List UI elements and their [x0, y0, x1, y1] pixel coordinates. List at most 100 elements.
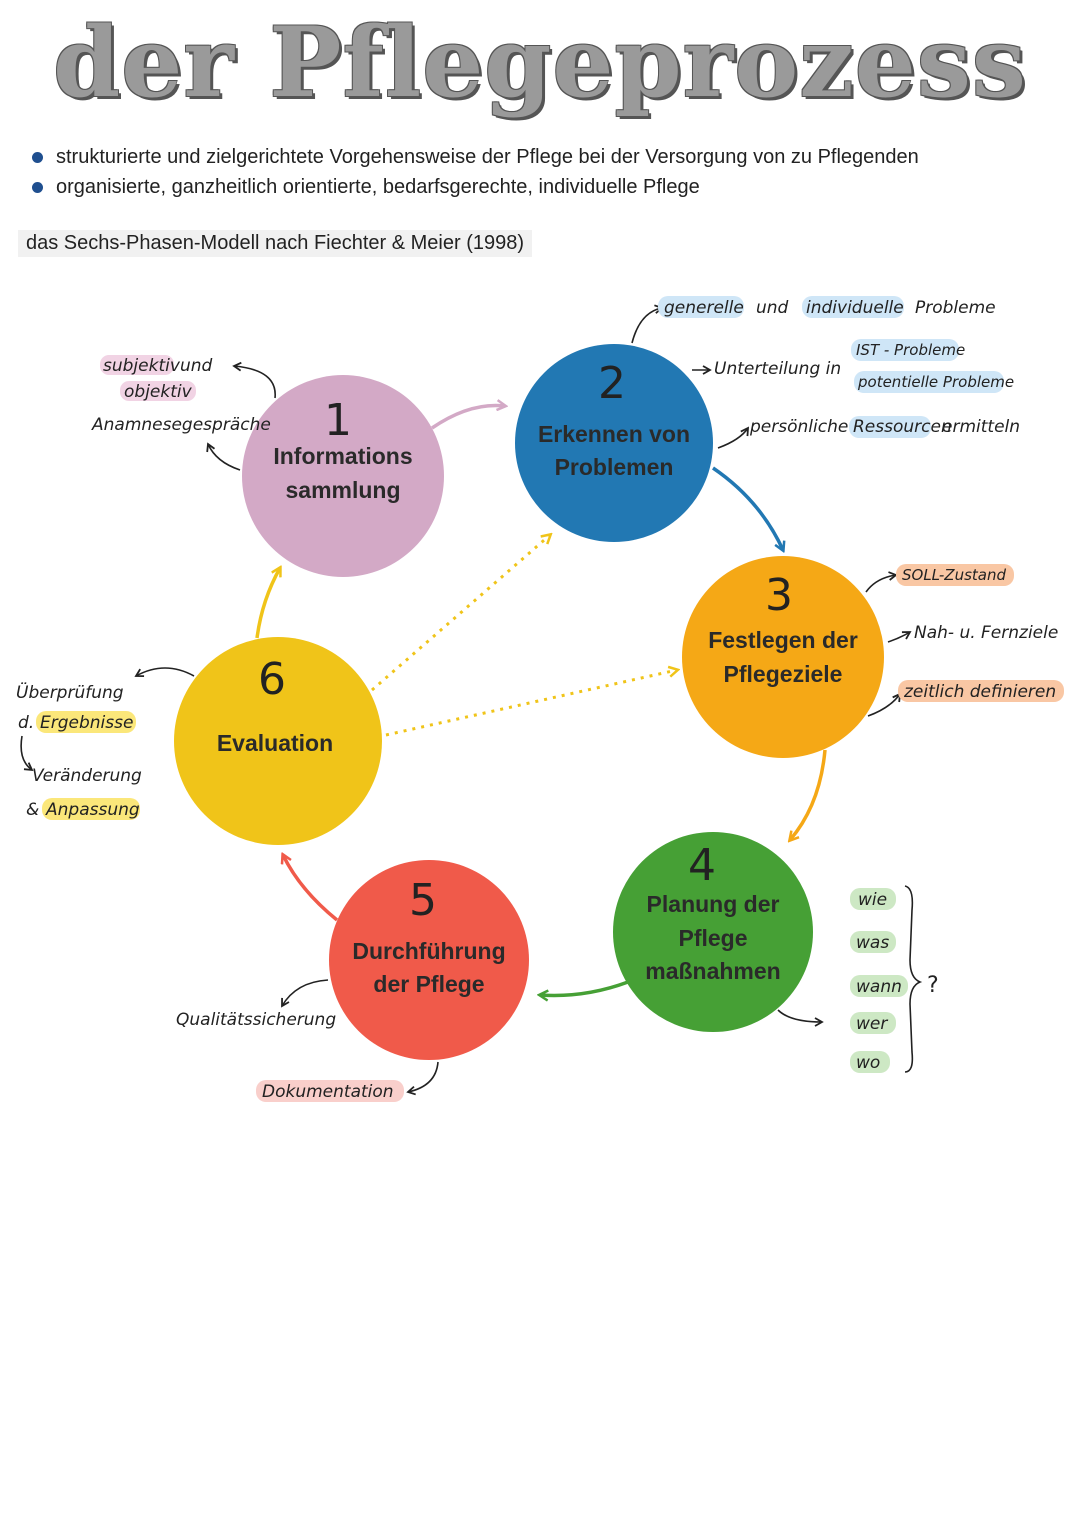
note-probleme: Probleme	[915, 298, 996, 318]
note-subjektiv: subjektiv	[103, 356, 181, 376]
phase-6-number: 6	[258, 654, 286, 705]
phase-4-label-line1: Planung der	[647, 891, 780, 917]
phase-5-label-line1: Durchführung	[352, 938, 505, 964]
note-ueberpruefung: Überprüfung	[16, 681, 124, 703]
bullet-list: strukturierte und zielgerichtete Vorgehe…	[32, 142, 919, 202]
highlight-objektiv	[120, 381, 196, 401]
phase-1-number: 1	[324, 395, 352, 446]
bullet-item: organisierte, ganzheitlich orientierte, …	[32, 172, 919, 202]
highlight-anpassung	[42, 798, 140, 820]
note-potentielle: potentielle Probleme	[857, 373, 1014, 391]
phase-4-label-line2: Pflege	[678, 925, 747, 951]
phase-4-node: 4 Planung der Pflege maßnahmen	[613, 832, 813, 1032]
dotted-arrow-6-to-2	[371, 535, 550, 692]
highlight-question	[850, 1012, 896, 1034]
pointer-arrow	[865, 571, 898, 593]
phase-2-circle	[515, 344, 713, 542]
phase-5-node: 5 Durchführung der Pflege	[329, 860, 529, 1060]
note-individuelle: individuelle	[806, 298, 904, 318]
note-persoenliche: persönliche	[749, 417, 848, 437]
pointer-arrow	[631, 304, 664, 344]
note-objektiv: objektiv	[124, 382, 193, 402]
pointer-arrow	[406, 1061, 439, 1096]
phase-2-notes: generelle und individuelle Probleme Unte…	[631, 296, 1020, 449]
note-d: d.	[18, 713, 34, 733]
note-veraenderung: Veränderung	[32, 766, 142, 786]
phase-5-number: 5	[409, 875, 437, 926]
pointer-arrow	[867, 692, 902, 717]
phase-3-notes: SOLL-Zustand Nah- u. Fernziele zeitlich …	[865, 564, 1064, 717]
highlight-doku	[256, 1080, 404, 1102]
note-qualitaet: Qualitätssicherung	[176, 1010, 336, 1030]
note-anpassung: Anpassung	[45, 800, 140, 820]
pointer-arrow	[717, 426, 750, 449]
note-soll: SOLL-Zustand	[902, 566, 1006, 584]
dotted-arrow-6-to-3	[385, 670, 677, 737]
bullet-text: strukturierte und zielgerichtete Vorgehe…	[56, 146, 919, 168]
highlight-subjektiv	[100, 355, 174, 375]
highlight-ergebnisse	[36, 711, 136, 733]
highlight-generelle	[658, 296, 744, 318]
phase-1-node: 1 Informations sammlung	[242, 375, 444, 577]
bullet-dot-icon	[32, 152, 43, 163]
highlight-ist-probleme	[851, 339, 959, 361]
note-generelle: generelle	[664, 298, 744, 318]
arrow-2-to-3	[712, 466, 783, 550]
model-subtitle: das Sechs-Phasen-Modell nach Fiechter & …	[18, 230, 533, 257]
pointer-arrow	[206, 442, 241, 471]
highlight-zeitlich	[898, 680, 1064, 702]
note-doku: Dokumentation	[262, 1082, 394, 1102]
phase-2-label-line1: Erkennen von	[538, 421, 690, 447]
note-und: und	[180, 356, 213, 376]
highlight-soll	[896, 564, 1014, 586]
phase-3-label-line1: Festlegen der	[708, 627, 858, 653]
arrow-4-to-5	[540, 980, 629, 995]
phase-3-number: 3	[765, 570, 793, 621]
highlight-individuelle	[802, 296, 904, 318]
phase-1-circle	[242, 375, 444, 577]
phase-6-label: Evaluation	[217, 730, 333, 756]
note-ist-probleme: IST - Probleme	[856, 341, 965, 359]
question-item: wie	[858, 890, 887, 910]
arrow-3-to-4	[790, 749, 827, 840]
phase-4-circle	[613, 832, 813, 1032]
bullet-dot-icon	[32, 182, 43, 193]
question-mark: ?	[927, 973, 939, 998]
highlight-potentielle	[854, 371, 1004, 393]
pointer-arrow	[134, 667, 195, 678]
highlight-question	[850, 975, 908, 997]
phase-2-node: 2 Erkennen von Problemen	[515, 344, 713, 542]
note-anamnese: Anamnesegespräche	[91, 415, 271, 435]
note-ermitteln: ermitteln	[942, 417, 1020, 437]
phase-1-label-line2: sammlung	[285, 477, 400, 503]
highlight-ressourcen	[849, 416, 931, 438]
pointer-arrow	[887, 631, 912, 643]
phase-2-label-line2: Problemen	[555, 454, 674, 480]
phase-6-node: 6 Evaluation	[174, 637, 382, 845]
phase-4-notes: wie was wann wer wo ?	[777, 885, 939, 1073]
phase-3-circle	[682, 556, 884, 758]
pointer-arrow	[777, 1009, 824, 1027]
note-amp: &	[26, 800, 39, 820]
bullet-text: organisierte, ganzheitlich orientierte, …	[56, 176, 700, 198]
pointer-arrow	[281, 979, 329, 1008]
phase-2-number: 2	[598, 358, 626, 409]
phase-4-label-line3: maßnahmen	[645, 958, 780, 984]
phase-5-notes: Qualitätssicherung Dokumentation	[176, 979, 439, 1102]
page-title: der Pflegeprozess	[53, 6, 1027, 119]
pointer-arrow	[232, 361, 276, 399]
arrow-6-to-1	[255, 568, 280, 639]
phase-6-notes: Überprüfung d. Ergebnisse Veränderung & …	[16, 667, 195, 820]
arrow-1-to-2	[431, 405, 505, 430]
phase-5-circle	[329, 860, 529, 1060]
question-item: wann	[856, 977, 902, 997]
question-item: wo	[856, 1053, 880, 1073]
phase-3-node: 3 Festlegen der Pflegeziele	[682, 556, 884, 758]
note-nah-fern: Nah- u. Fernziele	[914, 623, 1058, 643]
highlight-question	[850, 1051, 890, 1073]
question-item: wer	[856, 1014, 888, 1034]
note-unterteilung: Unterteilung in	[714, 359, 841, 379]
phase-1-notes: subjektiv und objektiv Anamnesegespräche	[91, 355, 276, 471]
phase-1-label-line1: Informations	[273, 443, 412, 469]
note-und-2: und	[756, 298, 789, 318]
